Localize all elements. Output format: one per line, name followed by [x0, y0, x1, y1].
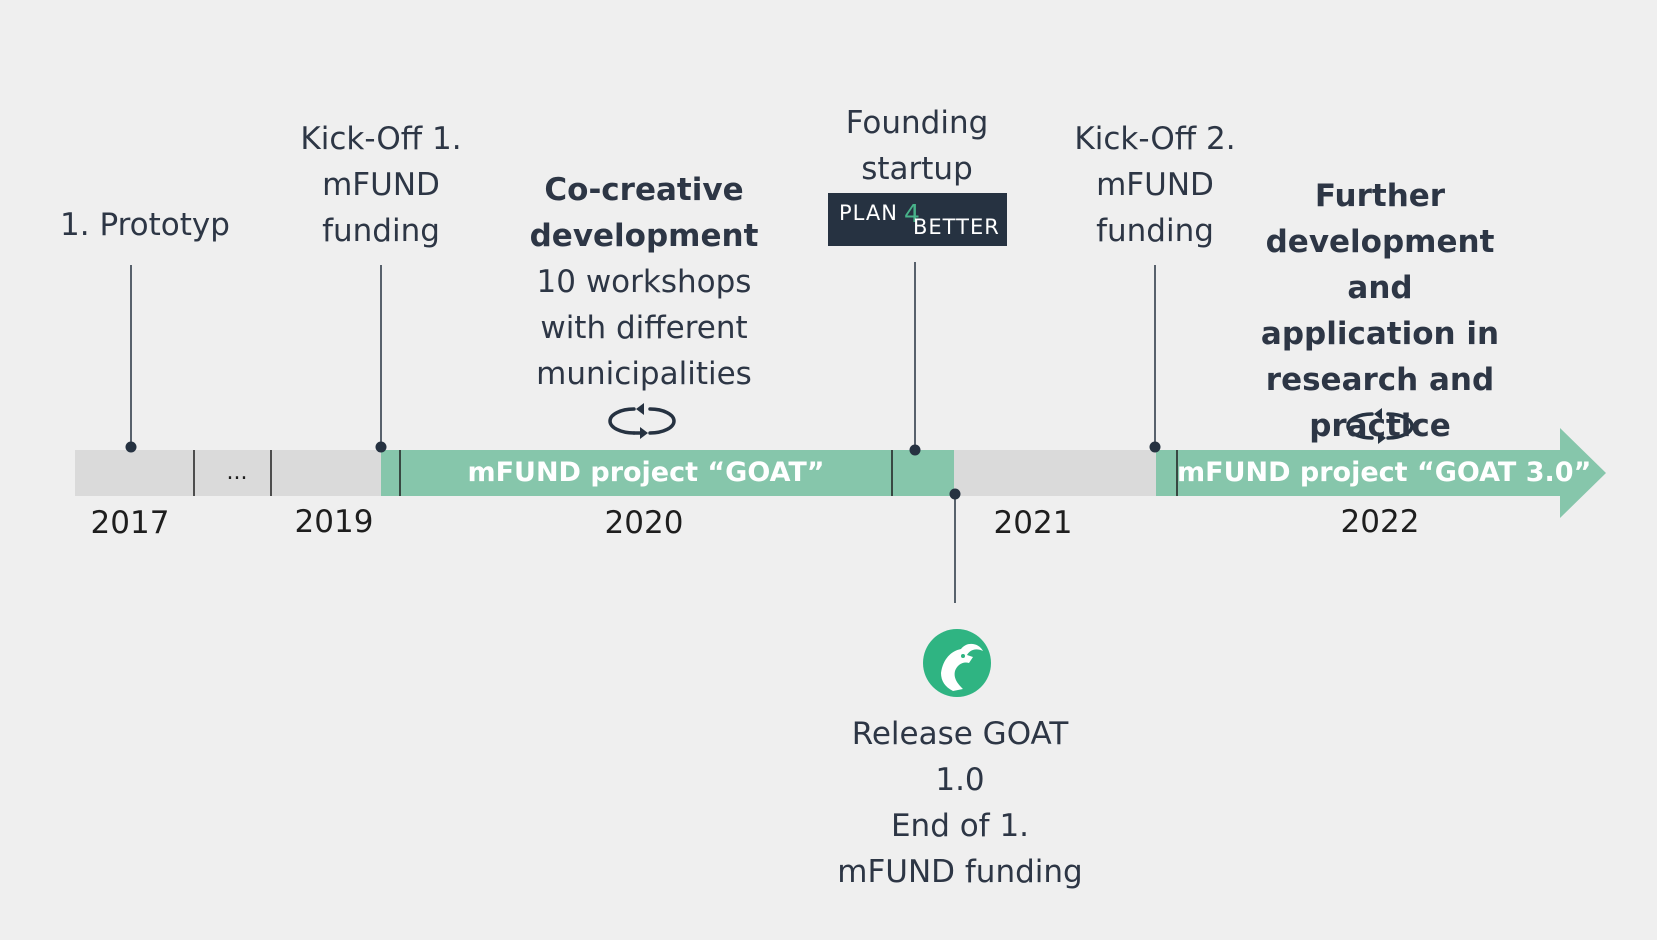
logo-plan: PLAN — [839, 201, 898, 225]
founding-line: Founding — [845, 105, 989, 141]
logo-better: BETTER — [913, 215, 1000, 239]
milestone-release: Release GOAT 1.0 End of 1. mFUND funding — [810, 711, 1110, 895]
project1-label: mFUND project “GOAT” — [467, 457, 825, 488]
milestone-prototype-label: 1. Prototyp — [60, 207, 230, 243]
milestone-further: Further development and application in r… — [1230, 173, 1530, 449]
milestone-kickoff2: Kick-Off 2. mFUND funding — [1045, 116, 1265, 254]
pin-dot-founding — [909, 444, 921, 456]
kickoff2-line: Kick-Off 2. — [1074, 121, 1236, 157]
cocreative-bold-line: Co-creative — [544, 172, 744, 208]
kickoff1-line: Kick-Off 1. — [300, 121, 462, 157]
project2-label: mFUND project “GOAT 3.0” — [1177, 457, 1592, 488]
year-label: 2021 — [993, 505, 1073, 541]
cocreative-text-line: with different — [540, 310, 748, 346]
further-line: Further — [1314, 178, 1446, 214]
founding-line: startup — [861, 151, 973, 187]
further-line: practice — [1309, 408, 1451, 444]
pin-dot-kickoff1 — [375, 441, 387, 453]
project2-arrow — [1156, 428, 1606, 518]
milestone-prototype: 1. Prototyp — [45, 202, 245, 248]
year-label: 2020 — [604, 505, 684, 541]
further-line: development and — [1265, 224, 1495, 306]
release-line: Release GOAT — [851, 716, 1069, 752]
release-line: 1.0 — [935, 762, 985, 798]
cycle-arrows-icon — [608, 403, 676, 439]
year-label: 2017 — [90, 505, 170, 541]
release-line: mFUND funding — [837, 854, 1083, 890]
pin-dot-prototype — [125, 441, 137, 453]
cycle-arrows-icon — [1346, 408, 1414, 444]
milestone-cocreative: Co-creative development 10 workshops wit… — [507, 167, 781, 397]
goat-logo-icon — [923, 629, 991, 697]
kickoff2-line: funding — [1096, 213, 1214, 249]
cocreative-bold-line: development — [529, 218, 759, 254]
milestone-founding: Founding startup — [817, 100, 1017, 192]
pin-dot-release — [949, 488, 961, 500]
kickoff1-line: mFUND — [322, 167, 440, 203]
year-label: 2022 — [1340, 504, 1420, 540]
release-line: End of 1. — [890, 808, 1030, 844]
pin-dot-kickoff2 — [1149, 441, 1161, 453]
year-label: 2019 — [294, 504, 374, 540]
project1-bar — [381, 450, 954, 496]
cocreative-text-line: municipalities — [536, 356, 752, 392]
kickoff1-line: funding — [322, 213, 440, 249]
timeline-ellipsis: ... — [226, 460, 248, 485]
plan4better-logo: PLAN 4 BETTER — [828, 193, 1007, 246]
further-line: application in — [1260, 316, 1500, 352]
further-line: research and — [1265, 362, 1495, 398]
logo-four: 4 — [904, 199, 920, 228]
milestone-kickoff1: Kick-Off 1. mFUND funding — [271, 116, 491, 254]
kickoff2-line: mFUND — [1096, 167, 1214, 203]
cocreative-text-line: 10 workshops — [536, 264, 752, 300]
